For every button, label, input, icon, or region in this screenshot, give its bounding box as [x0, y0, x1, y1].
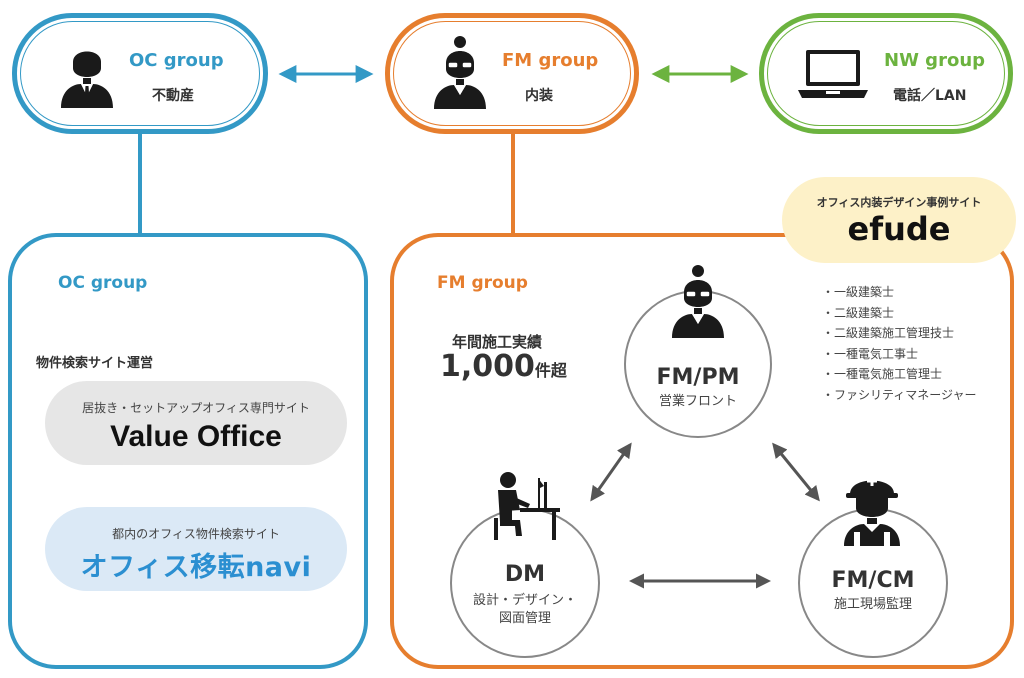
site-operation-label: 物件検索サイト運営 [36, 356, 154, 371]
qualification-item: ・一級建築士 [822, 285, 895, 299]
fm-group-card: FM group 内装 [385, 13, 639, 134]
qualification-item: ・二級建築施工管理技士 [822, 326, 955, 340]
businesswoman-icon [672, 265, 724, 338]
fm-panel-title: FM group [437, 273, 528, 293]
value-office-name: Value Office [110, 420, 282, 453]
oc-panel-title: OC group [58, 273, 148, 293]
dm-circle: DM 設計・デザイン・ 図面管理 [450, 508, 600, 658]
office-iten-navi-caption: 都内のオフィス物件検索サイト [112, 527, 280, 541]
dm-subtitle-line2: 図面管理 [498, 611, 551, 626]
nw-group-subtitle: 電話／LAN [893, 88, 967, 104]
construction-worker-icon [844, 477, 900, 546]
fm-cm-title: FM/CM [831, 568, 915, 593]
annual-results-value: 1,000件超 [440, 349, 567, 384]
nw-group-title: NW group [884, 50, 986, 71]
fm-group-panel: FM group 年間施工実績 1,000件超 FM/PM 営業フロント DM … [390, 233, 1014, 669]
fm-group-subtitle: 内装 [525, 88, 553, 104]
businessman-icon [61, 51, 113, 108]
fm-pm-title: FM/PM [656, 365, 740, 390]
oc-group-panel: OC group 物件検索サイト運営 居抜き・セットアップオフィス専門サイト V… [8, 233, 368, 669]
qualifications-list: ・一級建築士 ・二級建築士 ・二級建築施工管理技士 ・一種電気工事士 ・一種電気… [822, 282, 976, 405]
fm-pm-circle: FM/PM 営業フロント [624, 290, 772, 438]
office-iten-navi-site[interactable]: 都内のオフィス物件検索サイト オフィス移転navi [45, 507, 347, 591]
laptop-icon [798, 50, 868, 98]
dm-title: DM [504, 562, 546, 587]
businesswoman-icon [434, 36, 486, 109]
oc-group-card: OC group 不動産 [12, 13, 268, 134]
value-office-site[interactable]: 居抜き・セットアップオフィス専門サイト Value Office [45, 381, 347, 465]
qualification-item: ・ファシリティマネージャー [822, 387, 977, 402]
office-iten-navi-name: オフィス移転navi [80, 552, 312, 583]
qualification-item: ・一種電気施工管理士 [822, 367, 943, 381]
annual-results-label: 年間施工実績 [452, 333, 543, 351]
fm-pm-subtitle: 営業フロント [658, 394, 737, 409]
efude-name: efude [847, 210, 951, 248]
fmpm-fmcm-arrow [772, 442, 820, 502]
qualification-item: ・一種電気工事士 [822, 346, 919, 361]
annual-results-number: 1,000 [440, 349, 535, 384]
qualification-item: ・二級建築士 [822, 305, 895, 320]
fmpm-dm-arrow [590, 442, 632, 502]
nw-group-card: NW group 電話／LAN [759, 13, 1013, 134]
efude-site-badge[interactable]: オフィス内装デザイン事例サイト efude [782, 177, 1016, 263]
oc-group-title: OC group [129, 50, 224, 71]
oc-group-subtitle: 不動産 [152, 88, 194, 104]
designer-at-desk-icon [494, 472, 560, 540]
efude-caption: オフィス内装デザイン事例サイト [816, 196, 982, 209]
fm-cm-subtitle: 施工現場監理 [833, 597, 912, 612]
annual-results-suffix: 件超 [534, 361, 567, 380]
fm-group-title: FM group [502, 50, 599, 71]
value-office-caption: 居抜き・セットアップオフィス専門サイト [82, 401, 310, 415]
role-arrows [590, 442, 820, 589]
dm-subtitle-line1: 設計・デザイン・ [472, 593, 577, 608]
